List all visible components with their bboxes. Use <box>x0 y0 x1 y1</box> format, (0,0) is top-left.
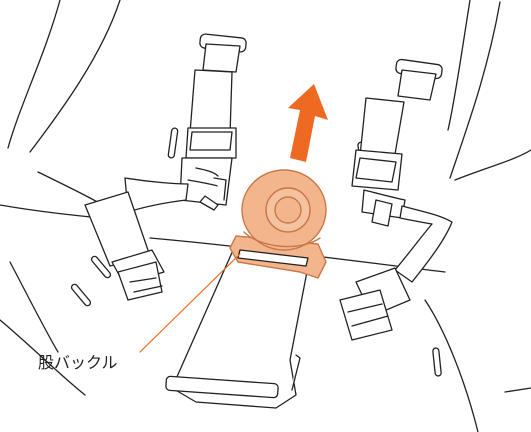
crotch-strap <box>166 248 310 408</box>
arrow-up-icon <box>288 84 328 162</box>
left-lap-strap <box>85 178 188 300</box>
left-shoulder-strap <box>180 34 247 210</box>
right-shoulder-strap <box>352 59 443 226</box>
right-lap-strap <box>340 206 452 340</box>
crotch-buckle-label: 股バックル <box>38 349 118 373</box>
